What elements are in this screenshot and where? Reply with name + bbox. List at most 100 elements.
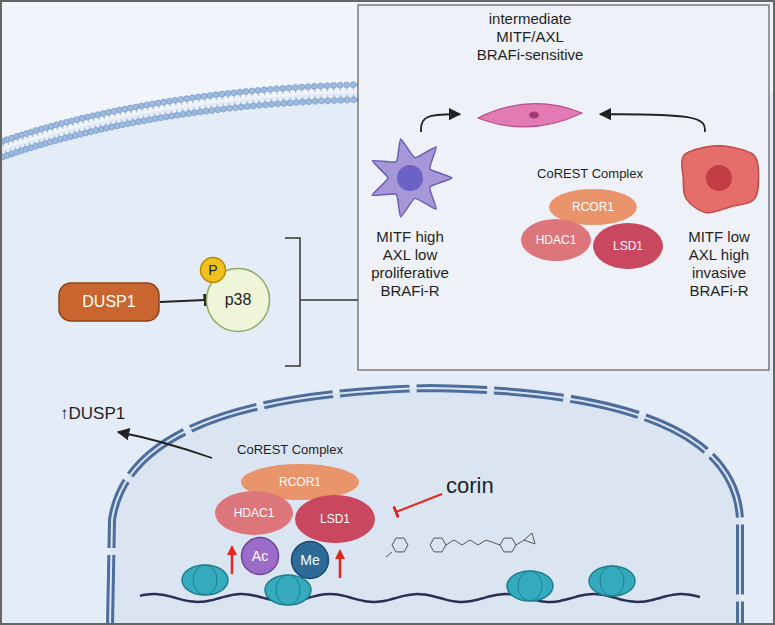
node-text: MITF high xyxy=(376,228,444,246)
lipid-head xyxy=(169,113,175,119)
node-ellipse: LSD1 xyxy=(294,494,376,544)
node-text: LSD1 xyxy=(613,239,643,253)
node-blob: MITF lowAXL highinvasiveBRAFi-R xyxy=(672,132,766,308)
chem-ring xyxy=(524,533,535,544)
lipid-head xyxy=(207,93,213,99)
lipid-head xyxy=(180,111,186,117)
circle-shape xyxy=(201,258,226,283)
lipid-head xyxy=(100,110,106,116)
cell-nucleus xyxy=(706,165,732,191)
lipid-head xyxy=(312,98,318,104)
node-text: HDAC1 xyxy=(536,233,577,247)
lipid-head xyxy=(249,88,255,94)
lipid-head xyxy=(90,113,96,119)
node-text: AXL low xyxy=(383,246,437,264)
nucleosome-stripe xyxy=(276,575,300,605)
lipid-head xyxy=(106,109,112,115)
lipid-head xyxy=(116,107,122,113)
cell-body xyxy=(372,139,452,217)
node-text: CoREST Complex xyxy=(537,166,643,182)
lipid-head xyxy=(344,82,350,88)
lipid-head xyxy=(300,99,306,105)
lipid-head xyxy=(306,99,312,105)
corin-structure xyxy=(386,533,535,557)
node-shape xyxy=(295,495,375,543)
node-text: p38 xyxy=(225,290,252,309)
lipid-head xyxy=(158,115,164,121)
nucleosome xyxy=(507,571,553,601)
lipid-head xyxy=(243,89,249,95)
circle-shape xyxy=(292,542,329,579)
lipid-head xyxy=(231,90,237,96)
lipid-head xyxy=(292,85,298,91)
node-circle: Me xyxy=(290,540,330,580)
subunit-shape xyxy=(295,495,375,543)
lipid-head xyxy=(331,82,337,88)
chem-ring xyxy=(392,538,408,552)
lipid-head xyxy=(127,105,133,111)
lipid-head xyxy=(111,108,117,114)
lipid-head xyxy=(274,86,280,92)
node-text: RCOR1 xyxy=(572,200,614,214)
node-text: proliferative xyxy=(371,264,449,282)
node-shape xyxy=(59,283,159,321)
inhibition-edge xyxy=(160,300,205,302)
node-shape xyxy=(242,538,279,575)
lipid-head xyxy=(130,120,136,126)
node-shape xyxy=(215,491,293,535)
lipid-head xyxy=(195,94,201,100)
nucleosome xyxy=(182,565,228,595)
lipid-head xyxy=(226,105,232,111)
lipid-head xyxy=(136,119,142,125)
node-text: AXL high xyxy=(689,246,749,264)
lipid-head xyxy=(133,104,139,110)
chem-bond xyxy=(516,540,524,545)
lipid-head xyxy=(262,102,268,108)
node-ellipse: LSD1 xyxy=(592,222,664,270)
drug-label: corin xyxy=(446,473,494,499)
lipid-head xyxy=(325,98,331,104)
lipid-head xyxy=(203,108,209,114)
inhibition-line xyxy=(396,494,442,512)
lipid-head xyxy=(338,97,344,103)
gene-label: ↑DUSP1 xyxy=(60,404,125,424)
lipid-head xyxy=(337,82,343,88)
lipid-head xyxy=(287,100,293,106)
lipid-head xyxy=(221,106,227,112)
cell-body xyxy=(682,146,759,213)
node-ellipse: HDAC1 xyxy=(520,218,592,262)
lipid-head xyxy=(324,83,330,89)
node-circle: Ac xyxy=(240,536,280,576)
lipid-head xyxy=(299,84,305,90)
node-text: Ac xyxy=(252,548,268,565)
lipid-head xyxy=(197,109,203,115)
lipid-head xyxy=(319,98,325,104)
lipid-head xyxy=(344,97,350,103)
nucleosome xyxy=(265,575,311,605)
nucleosome-stripe xyxy=(600,566,624,596)
lipid-head xyxy=(350,82,356,88)
node-shape xyxy=(372,139,452,217)
lipid-head xyxy=(144,102,150,108)
lipid-head xyxy=(152,116,158,122)
node-text: LSD1 xyxy=(320,512,350,526)
lipid-head xyxy=(281,100,287,106)
node-spindle: intermediateMITF/AXLBRAFi-sensitive xyxy=(460,8,600,136)
lipid-head xyxy=(215,107,221,113)
nuclear-envelope xyxy=(110,388,740,625)
bracket xyxy=(285,238,358,366)
increase-arrow xyxy=(339,554,342,578)
node-text: CoREST Complex xyxy=(237,442,343,458)
lipid-head xyxy=(256,102,262,108)
lipid-head xyxy=(219,91,225,97)
lipid-head xyxy=(163,114,169,120)
subunit-shape xyxy=(593,223,663,269)
lipid-head xyxy=(147,117,153,123)
shape-svg xyxy=(460,96,600,136)
lipid-head xyxy=(213,92,219,98)
chem-bond xyxy=(386,552,392,557)
lipid-head xyxy=(261,87,267,93)
rounded-box xyxy=(59,283,159,321)
